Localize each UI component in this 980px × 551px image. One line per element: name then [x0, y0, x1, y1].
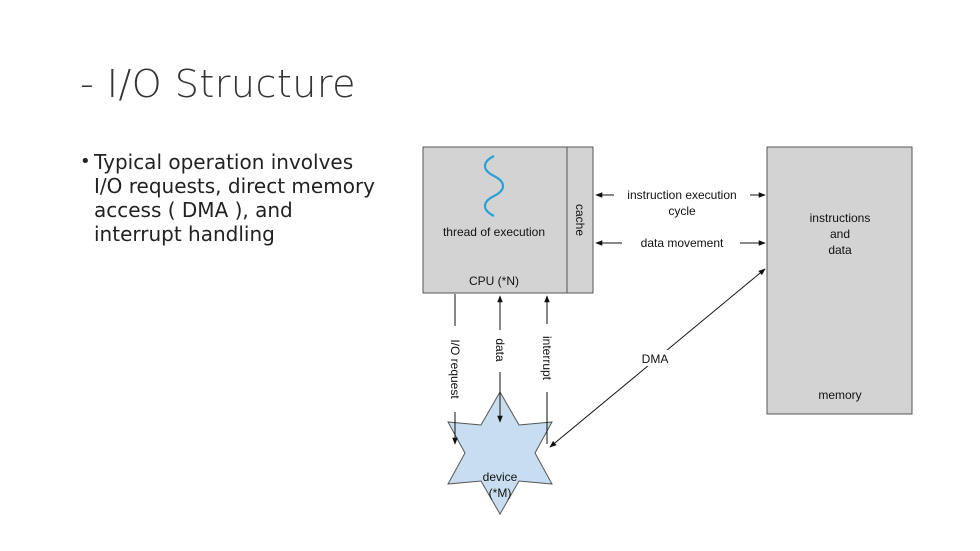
bullet-text: Typical operation involves I/O requests,… [94, 150, 375, 246]
memory-label: memory [818, 388, 861, 402]
thread-wave-icon [483, 155, 505, 217]
io-structure-diagram: thread of execution cache CPU (*N) instr… [422, 146, 913, 516]
bullet-item: • Typical operation involves I/O request… [80, 150, 380, 246]
instruction-cycle-label-line1: instruction execution [627, 188, 736, 202]
thread-of-execution-label: thread of execution [443, 225, 545, 239]
data-label: data [493, 338, 507, 362]
interrupt-label: interrupt [540, 336, 554, 381]
bullet-dot-icon: • [80, 151, 91, 172]
dma-label: DMA [642, 352, 669, 366]
instruction-cycle-label-line2: cycle [668, 204, 696, 218]
bullet-list: • Typical operation involves I/O request… [80, 150, 380, 246]
device-label-line2: (*M) [489, 486, 512, 500]
dma-label-background [638, 350, 672, 366]
memory-content-line3: data [828, 243, 852, 257]
device-label-line1: device [483, 470, 518, 484]
cache-label: cache [573, 204, 587, 236]
memory-box-outline [766, 146, 913, 415]
memory-content-line2: and [830, 227, 850, 241]
io-request-label: I/O request [448, 339, 462, 399]
memory-content-line1: instructions [810, 211, 871, 225]
cpu-label: CPU (*N) [469, 274, 519, 288]
memory-box: instructions and data memory [766, 146, 913, 415]
slide-title: - I/O Structure [80, 62, 357, 106]
data-movement-label: data movement [641, 236, 724, 250]
cpu-box: thread of execution cache CPU (*N) [422, 146, 594, 294]
